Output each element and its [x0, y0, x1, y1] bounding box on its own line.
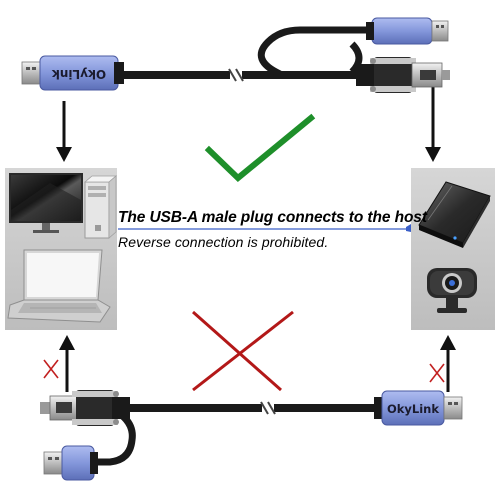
monitor-icon — [9, 173, 83, 233]
check-mark-icon — [204, 113, 316, 183]
micro-b-screw-connector-bottom — [40, 390, 130, 426]
usb-a-plug-left: OkyLink — [21, 55, 124, 91]
micro-b-screw-connector-top — [356, 57, 450, 93]
brand-label-bottom: OkyLink — [387, 402, 439, 416]
arrow-down-right — [425, 87, 441, 162]
arrow-up-left-prohibited — [43, 335, 75, 392]
reverse-prohibited-caption: Reverse connection is prohibited. — [118, 234, 329, 250]
cable-top: OkyLink — [21, 17, 450, 93]
caption-divider-ribbon — [406, 224, 411, 232]
pc-tower-icon — [83, 175, 118, 239]
cross-mark-icon — [192, 310, 294, 392]
usb-a-plug-top-right — [366, 17, 449, 45]
laptop-icon — [7, 249, 111, 323]
arrow-down-left — [56, 101, 72, 162]
cable-bottom: OkyLink — [40, 390, 463, 481]
usb-a-plug-right: OkyLink — [374, 390, 463, 426]
arrow-up-right-prohibited — [429, 335, 456, 392]
usb-a-plug-bottom-left — [43, 445, 98, 481]
external-hard-drive-icon — [418, 181, 491, 248]
host-connection-caption: The USB-A male plug connects to the host — [118, 209, 427, 226]
brand-label-top: OkyLink — [51, 67, 106, 81]
webcam-icon — [427, 268, 477, 313]
device-panel — [411, 168, 495, 330]
host-panel — [5, 168, 118, 330]
